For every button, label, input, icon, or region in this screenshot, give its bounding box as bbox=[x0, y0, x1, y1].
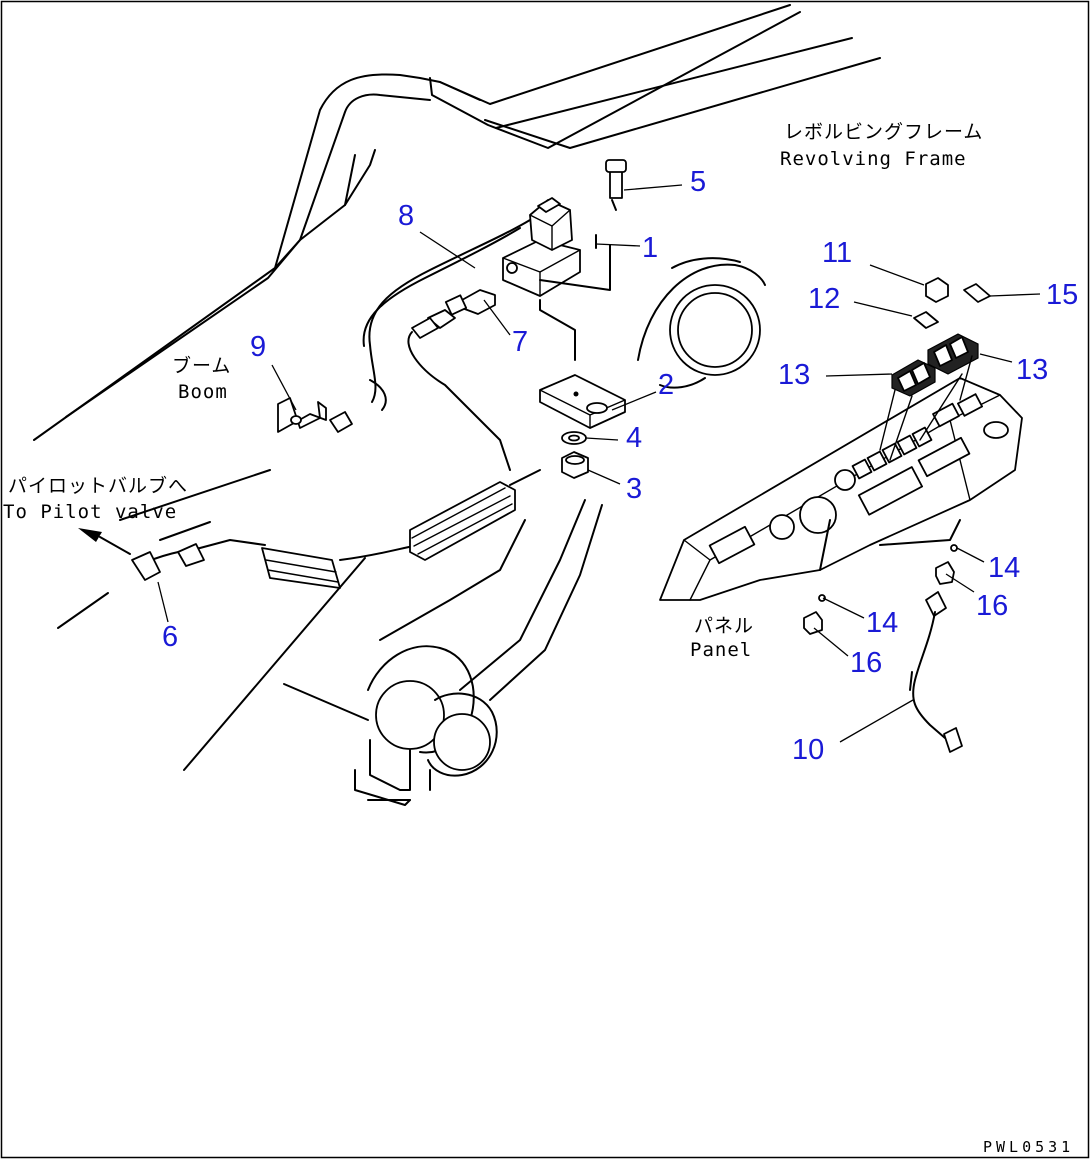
guide-line-b bbox=[889, 395, 913, 461]
pilot-arrow bbox=[78, 528, 131, 555]
boom-outline bbox=[33, 4, 881, 771]
pilot-label-en: To Pilot valve bbox=[3, 501, 177, 523]
callout-8: 8 bbox=[398, 200, 414, 232]
callout-10: 10 bbox=[792, 734, 824, 766]
valve-assembly bbox=[502, 159, 641, 361]
switch-plate bbox=[913, 311, 939, 329]
boom-label-jp: ブーム bbox=[172, 354, 231, 377]
frame-label-jp: レボルビングフレーム bbox=[784, 121, 983, 143]
callout-16-right: 16 bbox=[976, 590, 1008, 622]
boom-foot bbox=[354, 499, 603, 806]
switch-cover bbox=[925, 277, 949, 303]
callout-13-left: 13 bbox=[778, 359, 810, 391]
rocker-switch-right bbox=[927, 333, 979, 375]
callout-16-left: 16 bbox=[850, 647, 882, 679]
guide-line-c bbox=[919, 373, 963, 441]
pressure-switch bbox=[407, 289, 511, 471]
bracket-plate bbox=[539, 374, 626, 429]
switch-cap bbox=[963, 283, 991, 303]
harness-clamp bbox=[277, 397, 327, 433]
screw-left bbox=[803, 594, 826, 635]
callout-1: 1 bbox=[642, 232, 658, 264]
panel-label-en: Panel bbox=[690, 639, 752, 661]
callout-4: 4 bbox=[626, 422, 642, 454]
callout-3: 3 bbox=[626, 473, 642, 505]
callout-13-right: 13 bbox=[1016, 354, 1048, 386]
callout-14-left: 14 bbox=[866, 607, 898, 639]
callout-14-right: 14 bbox=[988, 552, 1020, 584]
boom-label-en: Boom bbox=[178, 381, 228, 403]
switch-slots bbox=[851, 426, 933, 480]
callout-15: 15 bbox=[1046, 279, 1078, 311]
pilot-label-jp: パイロットバルブへ bbox=[8, 474, 188, 497]
guide-line-d bbox=[959, 355, 973, 401]
callout-12: 12 bbox=[808, 283, 840, 315]
rocker-switch-left bbox=[891, 359, 936, 397]
callout-9: 9 bbox=[250, 331, 266, 363]
boom-wheel bbox=[637, 257, 766, 389]
operator-panel bbox=[659, 377, 1023, 601]
leader-lines bbox=[157, 184, 1041, 743]
nut bbox=[561, 451, 589, 479]
panel-label-jp: パネル bbox=[694, 615, 754, 637]
drawing-code: PWL0531 bbox=[983, 1138, 1074, 1156]
frame-label-en: Revolving Frame bbox=[780, 148, 967, 170]
callout-11: 11 bbox=[822, 237, 852, 269]
callout-2: 2 bbox=[658, 369, 674, 401]
guide-line-a bbox=[879, 389, 896, 451]
callout-7: 7 bbox=[512, 326, 528, 358]
screw-right bbox=[935, 544, 958, 585]
washer bbox=[561, 431, 587, 445]
callout-5: 5 bbox=[690, 166, 706, 198]
panel-cable bbox=[909, 591, 963, 753]
hose-bundle bbox=[131, 469, 541, 589]
callout-6: 6 bbox=[162, 621, 178, 653]
wiring-harness bbox=[329, 219, 531, 433]
